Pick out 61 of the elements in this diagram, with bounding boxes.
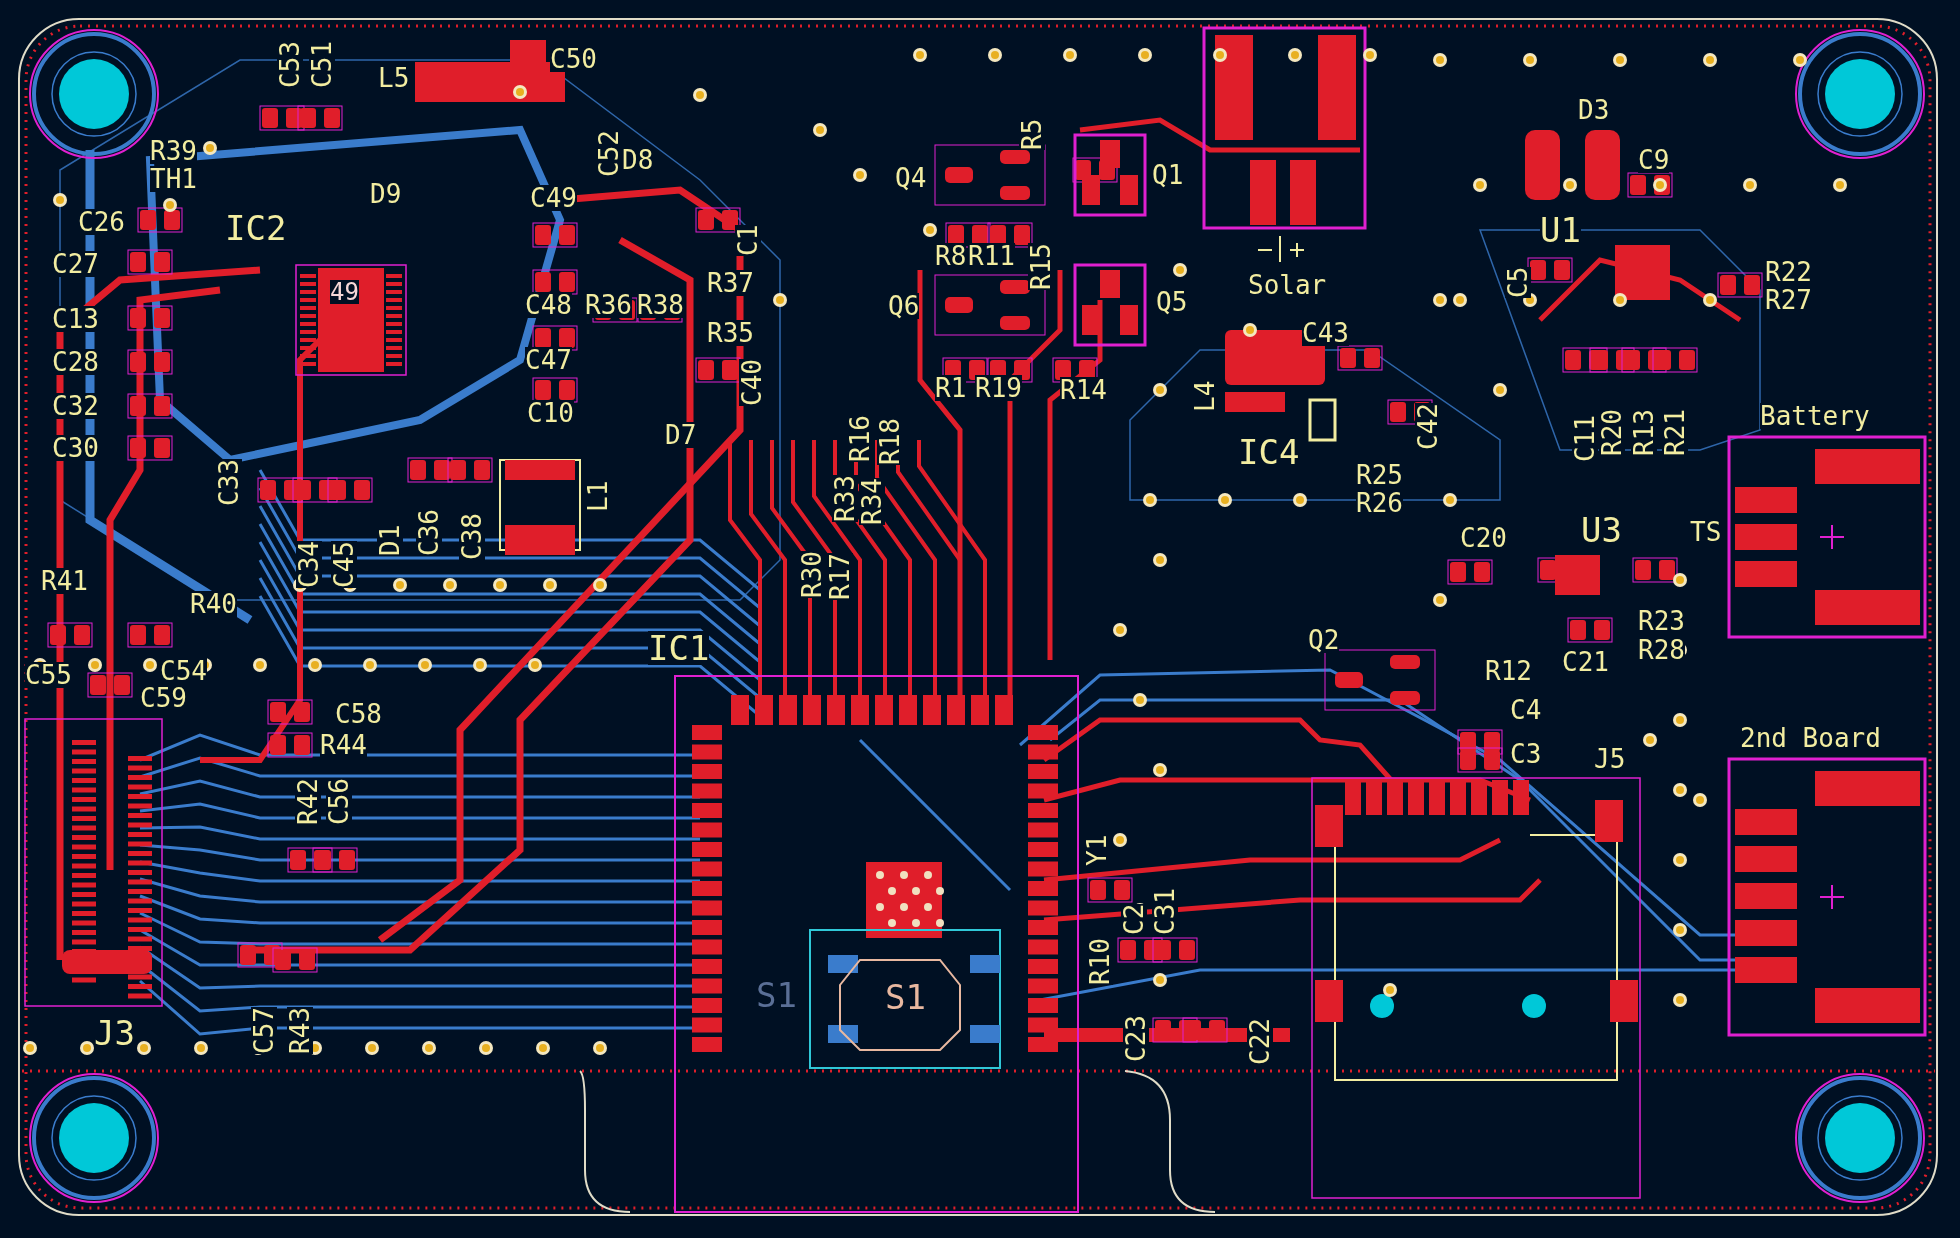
component-label: Q4 xyxy=(895,165,927,191)
component-label: R39 xyxy=(150,138,197,164)
component-label: C27 xyxy=(52,251,99,277)
component-label: R44 xyxy=(320,732,367,758)
component-label: R37 xyxy=(707,270,754,296)
component-label: D1 xyxy=(377,524,403,556)
component-label: R43 xyxy=(287,1007,313,1054)
component-label: C38 xyxy=(459,513,485,560)
component-label: C51 xyxy=(309,41,335,88)
component-label: Battery xyxy=(1760,403,1870,429)
component-label: C5 xyxy=(1505,266,1531,298)
component-label: R18 xyxy=(877,418,903,465)
component-label: C49 xyxy=(530,185,577,211)
component-label: R21 xyxy=(1662,409,1688,456)
component-label: R38 xyxy=(637,292,684,318)
component-label: R1 xyxy=(935,375,967,401)
component-label: C23 xyxy=(1123,1015,1149,1062)
component-label: C22 xyxy=(1247,1018,1273,1065)
component-label: C31 xyxy=(1152,888,1178,935)
component-label: R35 xyxy=(707,320,754,346)
component-label: R13 xyxy=(1631,409,1657,456)
component-label: C30 xyxy=(52,435,99,461)
component-label: Q2 xyxy=(1308,627,1340,653)
component-label: R41 xyxy=(41,568,88,594)
component-label: R5 xyxy=(1019,118,1045,150)
component-label: D7 xyxy=(665,422,697,448)
component-label: C26 xyxy=(78,209,125,235)
component-label: C11 xyxy=(1572,415,1598,462)
component-label: R20 xyxy=(1599,409,1625,456)
component-label: Q6 xyxy=(888,293,920,319)
component-label: C1 xyxy=(735,224,761,256)
component-label: R40 xyxy=(190,591,237,617)
component-label: TH1 xyxy=(150,166,197,192)
component-label: R19 xyxy=(975,375,1022,401)
component-label: C53 xyxy=(277,41,303,88)
component-label: Q1 xyxy=(1152,162,1184,188)
component-label: IC1 xyxy=(648,631,710,665)
component-label: Q5 xyxy=(1156,289,1188,315)
component-label: R34 xyxy=(859,478,885,525)
component-label: R42 xyxy=(295,778,321,825)
component-label: C50 xyxy=(550,46,597,72)
component-label: C45 xyxy=(331,541,357,588)
component-label: R36 xyxy=(585,292,632,318)
component-label: R10 xyxy=(1087,938,1113,985)
component-label: C56 xyxy=(326,778,352,825)
component-label: C28 xyxy=(52,349,99,375)
component-label: C34 xyxy=(296,541,322,588)
component-label: R33 xyxy=(832,475,858,522)
component-label: C33 xyxy=(216,459,242,506)
component-label: C13 xyxy=(52,306,99,332)
component-label: C3 xyxy=(1510,741,1542,767)
component-label: 49 xyxy=(330,280,359,304)
component-label: C48 xyxy=(525,292,572,318)
component-label: C9 xyxy=(1638,147,1670,173)
component-label: C36 xyxy=(416,509,442,556)
component-label: C2 xyxy=(1121,903,1147,935)
component-label: C43 xyxy=(1302,320,1349,346)
component-label: C32 xyxy=(52,393,99,419)
component-label: C57 xyxy=(251,1007,277,1054)
component-label: C55 xyxy=(25,662,72,688)
component-label: R17 xyxy=(827,553,853,600)
